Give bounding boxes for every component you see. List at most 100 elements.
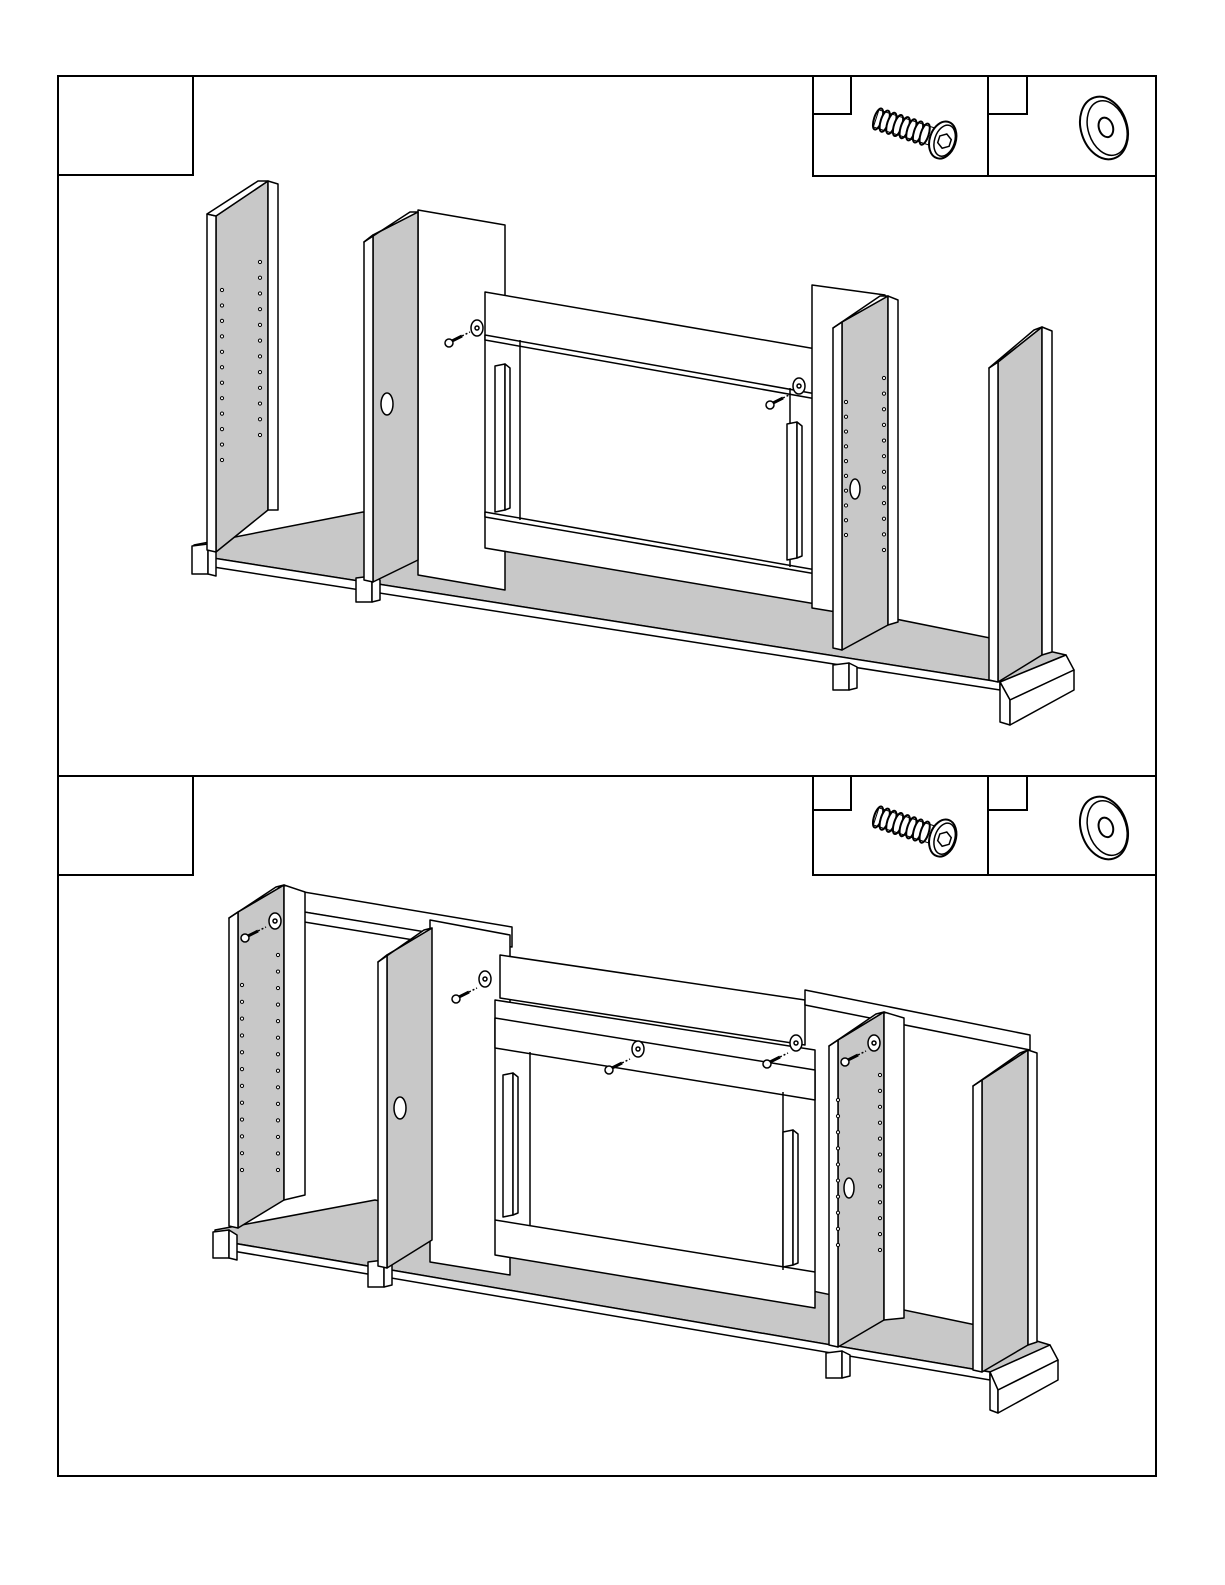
shelf-pin-hole	[844, 489, 847, 492]
shelf-pin-hole	[240, 1135, 243, 1138]
shelf-pin-hole	[258, 308, 261, 311]
shelf-pin-hole	[844, 474, 847, 477]
shelf-pin-hole	[836, 1147, 839, 1150]
shelf-pin-hole	[878, 1185, 881, 1188]
shelf-pin-hole	[258, 418, 261, 421]
hardware-box-bolt	[813, 776, 988, 875]
shelf-pin-hole	[276, 970, 279, 973]
shelf-pin-hole	[220, 366, 223, 369]
foot	[826, 1351, 850, 1378]
shelf-pin-hole	[276, 1036, 279, 1039]
left-divider	[364, 210, 505, 590]
shelf-pin-hole	[258, 323, 261, 326]
shelf-pin-hole	[240, 1118, 243, 1121]
shelf-pin-hole	[220, 443, 223, 446]
shelf-pin-hole	[844, 533, 847, 536]
hardware-box-bolt	[813, 76, 988, 176]
shelf-pin-hole	[878, 1232, 881, 1235]
shelf-pin-hole	[220, 458, 223, 461]
shelf-pin-hole	[220, 427, 223, 430]
shelf-pin-hole	[220, 381, 223, 384]
shelf-pin-hole	[878, 1217, 881, 1220]
shelf-pin-hole	[836, 1131, 839, 1134]
shelf-pin-hole	[878, 1248, 881, 1251]
shelf-pin-hole	[836, 1115, 839, 1118]
hardware-box-washer	[988, 776, 1156, 875]
shelf-pin-hole	[878, 1169, 881, 1172]
shelf-pin-hole	[878, 1105, 881, 1108]
shelf-pin-hole	[220, 350, 223, 353]
shelf-pin-hole	[276, 1003, 279, 1006]
shelf-pin-hole	[882, 548, 885, 551]
shelf-pin-hole	[836, 1179, 839, 1182]
shelf-pin-hole	[844, 445, 847, 448]
shelf-pin-hole	[836, 1163, 839, 1166]
shelf-pin-hole	[836, 1098, 839, 1101]
shelf-pin-hole	[240, 1000, 243, 1003]
back-frame	[495, 1000, 815, 1308]
shelf-pin-hole	[240, 1084, 243, 1087]
shelf-pin-hole	[240, 1017, 243, 1020]
hardware-box-washer	[988, 76, 1156, 176]
shelf-pin-hole	[836, 1211, 839, 1214]
shelf-pin-hole	[878, 1201, 881, 1204]
shelf-pin-hole	[844, 430, 847, 433]
shelf-pin-hole	[276, 1152, 279, 1155]
shelf-pin-hole	[240, 1034, 243, 1037]
step-number-box	[58, 76, 193, 175]
shelf-pin-hole	[276, 1069, 279, 1072]
shelf-pin-hole	[276, 1020, 279, 1023]
shelf-pin-hole	[882, 501, 885, 504]
left-end-panel	[207, 181, 278, 552]
shelf-pin-hole	[220, 397, 223, 400]
assembly-illustration-b	[213, 885, 1058, 1413]
washer-icon	[1072, 90, 1136, 165]
step-panel-a	[58, 76, 1156, 776]
shelf-pin-hole	[276, 1102, 279, 1105]
shelf-pin-hole	[878, 1089, 881, 1092]
foot	[213, 1230, 237, 1260]
assembly-illustration-a	[192, 181, 1074, 725]
shelf-pin-hole	[882, 408, 885, 411]
shelf-pin-hole	[240, 1051, 243, 1054]
shelf-pin-hole	[878, 1137, 881, 1140]
shelf-pin-hole	[220, 304, 223, 307]
shelf-pin-hole	[878, 1121, 881, 1124]
shelf-pin-hole	[882, 376, 885, 379]
shelf-pin-hole	[220, 335, 223, 338]
shelf-pin-hole	[240, 983, 243, 986]
left-end-panel	[229, 885, 305, 1228]
hex-bolt-icon	[868, 100, 961, 162]
shelf-pin-hole	[882, 392, 885, 395]
shelf-pin-hole	[836, 1243, 839, 1246]
shelf-pin-hole	[844, 519, 847, 522]
shelf-pin-hole	[258, 292, 261, 295]
right-end-panel	[973, 1050, 1037, 1372]
shelf-pin-hole	[882, 470, 885, 473]
right-divider	[829, 1012, 904, 1347]
shelf-pin-hole	[258, 433, 261, 436]
washer-icon	[1072, 790, 1136, 865]
shelf-pin-hole	[220, 288, 223, 291]
shelf-pin-hole	[258, 386, 261, 389]
shelf-pin-hole	[258, 355, 261, 358]
shelf-pin-hole	[844, 415, 847, 418]
shelf-pin-hole	[878, 1153, 881, 1156]
shelf-pin-hole	[258, 276, 261, 279]
shelf-pin-hole	[882, 455, 885, 458]
shelf-pin-hole	[276, 953, 279, 956]
hex-bolt-icon	[868, 798, 961, 860]
shelf-pin-hole	[844, 504, 847, 507]
shelf-pin-hole	[258, 260, 261, 263]
shelf-pin-hole	[240, 1152, 243, 1155]
step-panel-b	[58, 776, 1156, 1476]
shelf-pin-hole	[836, 1227, 839, 1230]
shelf-pin-hole	[276, 1168, 279, 1171]
foot	[833, 663, 857, 690]
shelf-pin-hole	[276, 1135, 279, 1138]
shelf-pin-hole	[258, 402, 261, 405]
shelf-pin-hole	[882, 533, 885, 536]
shelf-pin-hole	[240, 1101, 243, 1104]
